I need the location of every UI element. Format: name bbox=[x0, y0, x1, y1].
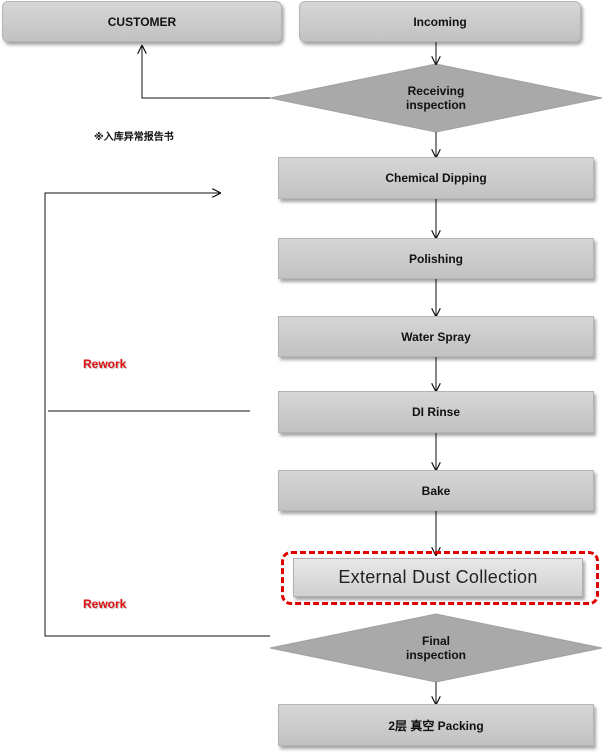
customer-box: CUSTOMER bbox=[2, 1, 282, 42]
polishing-box: Polishing bbox=[278, 238, 594, 279]
customer-label: CUSTOMER bbox=[107, 14, 177, 29]
external-dust-highlight-frame bbox=[281, 551, 599, 605]
packing-label: 2层 真空 Packing bbox=[388, 718, 484, 733]
water-spray-box: Water Spray bbox=[278, 316, 594, 357]
final-inspection-label: Final inspection bbox=[405, 634, 466, 662]
rework-label-upper: Rework bbox=[83, 357, 127, 371]
rework-loop-line bbox=[44, 193, 270, 637]
bake-box: Bake bbox=[278, 470, 594, 511]
receiving-inspection-label: Receiving inspection bbox=[405, 84, 466, 112]
rework-label-lower: Rework bbox=[83, 597, 127, 611]
abnormal-report-note: ※入库异常报告书 bbox=[94, 132, 174, 143]
bake-label: Bake bbox=[421, 483, 451, 498]
di-rinse-label: DI Rinse bbox=[411, 405, 460, 419]
water-spray-label: Water Spray bbox=[401, 329, 471, 344]
incoming-label: Incoming bbox=[413, 14, 467, 29]
final-inspection-diamond bbox=[269, 613, 603, 683]
di-rinse-box: DI Rinse bbox=[278, 391, 594, 433]
external-dust-collection-label: External Dust Collection bbox=[338, 567, 538, 587]
chemical-dipping-box: Chemical Dipping bbox=[278, 157, 594, 199]
arrow-receiving-to-customer bbox=[142, 46, 270, 99]
receiving-inspection-diamond bbox=[269, 63, 603, 133]
chemical-dipping-label: Chemical Dipping bbox=[385, 171, 487, 185]
incoming-box: Incoming bbox=[299, 1, 581, 42]
packing-box: 2层 真空 Packing bbox=[278, 704, 594, 746]
polishing-label: Polishing bbox=[409, 251, 463, 266]
external-dust-collection-box: External Dust Collection bbox=[293, 558, 583, 597]
